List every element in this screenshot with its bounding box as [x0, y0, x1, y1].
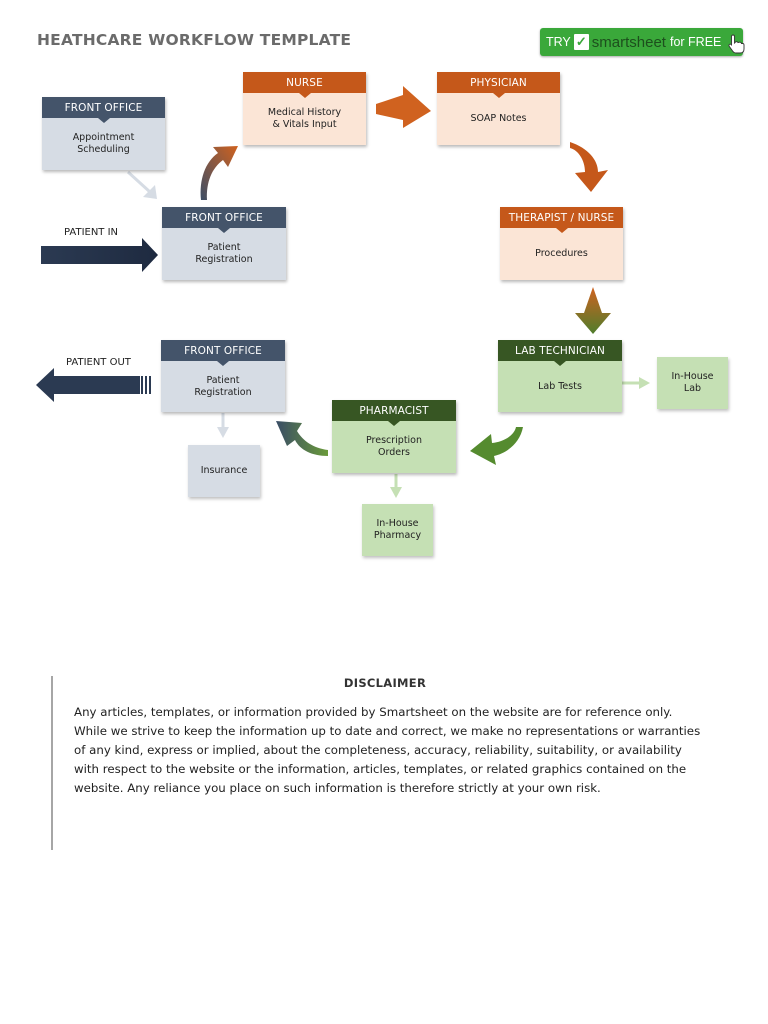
physician-node: PHYSICIAN SOAP Notes [437, 72, 560, 145]
in-house-lab-node: In-House Lab [657, 357, 728, 409]
node-body: Patient Registration [162, 228, 286, 280]
node-body: Lab Tests [498, 361, 622, 412]
cta-try-text: TRY [546, 35, 571, 49]
arrow-registration-to-nurse [200, 146, 238, 200]
node-body: Procedures [500, 228, 623, 280]
arrow-lab-to-inhouse-lab [622, 377, 650, 389]
arrow-nurse-to-physician [376, 86, 431, 128]
disclaimer-divider [51, 676, 53, 850]
node-header: PHARMACIST [332, 400, 456, 426]
node-header: PHYSICIAN [437, 72, 560, 98]
node-header: LAB TECHNICIAN [498, 340, 622, 366]
arrow-pharmacist-to-frontoffice [276, 421, 328, 456]
disclaimer-text: Any articles, templates, or information … [74, 705, 701, 795]
insurance-node: Insurance [188, 445, 260, 497]
pharmacist-node: PHARMACIST Prescription Orders [332, 400, 456, 473]
arrow-physician-to-therapist [570, 142, 608, 192]
node-header: NURSE [243, 72, 366, 98]
hand-cursor-icon [728, 34, 745, 54]
arrow-lab-to-pharmacist [470, 427, 523, 465]
nurse-node: NURSE Medical History & Vitals Input [243, 72, 366, 145]
node-body: Patient Registration [161, 361, 285, 412]
flow-arrows [36, 86, 650, 498]
front-office-appointment-node: FRONT OFFICE Appointment Scheduling [42, 97, 165, 170]
arrow-therapist-to-lab [575, 287, 611, 334]
disclaimer-title: DISCLAIMER [343, 676, 427, 690]
patient-out-arrow [36, 368, 151, 402]
node-header: FRONT OFFICE [162, 207, 286, 233]
in-house-pharmacy-node: In-House Pharmacy [362, 504, 433, 556]
node-body: Appointment Scheduling [42, 118, 165, 170]
node-header: FRONT OFFICE [42, 97, 165, 123]
node-header: FRONT OFFICE [161, 340, 285, 366]
arrow-frontoffice-to-insurance [217, 413, 229, 438]
node-header: THERAPIST / NURSE [500, 207, 623, 233]
node-body: Medical History & Vitals Input [243, 93, 366, 145]
try-smartsheet-button[interactable]: TRY ✓ smartsheet for FREE [540, 28, 745, 56]
checkmark-icon: ✓ [573, 34, 589, 50]
page-title: HEATHCARE WORKFLOW TEMPLATE [37, 31, 352, 49]
therapist-nurse-node: THERAPIST / NURSE Procedures [500, 207, 623, 280]
cta-free-text: for FREE [669, 35, 722, 49]
patient-in-arrow [41, 238, 158, 272]
patient-out-label: PATIENT OUT [66, 357, 131, 368]
front-office-out-node: FRONT OFFICE Patient Registration [161, 340, 285, 412]
node-body: SOAP Notes [437, 93, 560, 145]
patient-in-label: PATIENT IN [64, 227, 119, 238]
lab-technician-node: LAB TECHNICIAN Lab Tests [498, 340, 622, 412]
arrow-appointment-to-registration [126, 170, 157, 199]
arrow-pharmacist-to-pharmacy [390, 474, 402, 498]
front-office-registration-node: FRONT OFFICE Patient Registration [162, 207, 286, 280]
node-body: Prescription Orders [332, 421, 456, 473]
cta-brand-text: smartsheet [591, 33, 666, 51]
